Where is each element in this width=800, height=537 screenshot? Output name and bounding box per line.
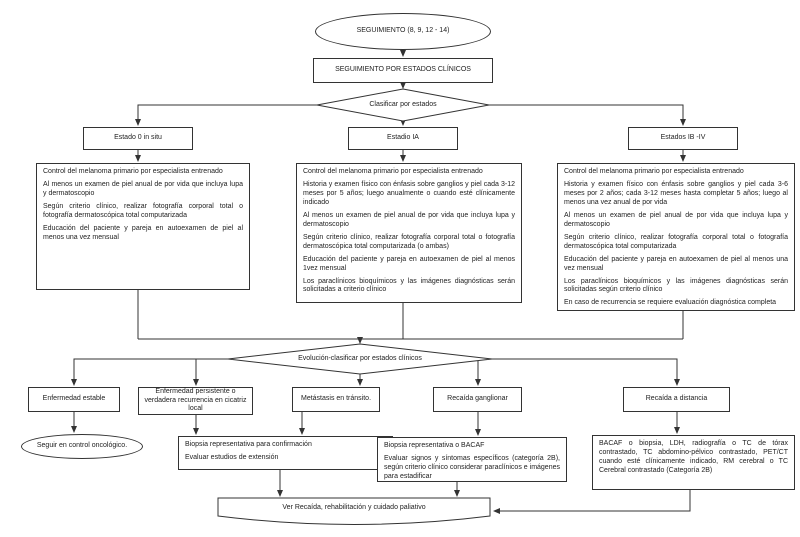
start-label: SEGUIMIENTO (8, 9, 12 - 14) [356, 27, 450, 35]
followup-oval-control-oncologico: Seguir en control oncológico. [21, 434, 143, 459]
decision1-label: Clasificar por estados [369, 100, 437, 108]
outcome-box-recurrencia-local: Enfermedad persistente o verdadera recur… [138, 387, 253, 415]
decision2-label: Evolución-clasificar por estados clínico… [298, 354, 422, 362]
content-item: Al menos un examen de piel anual de por … [303, 211, 515, 228]
stage-label-estados-ib-iv: Estados IB -IV [660, 134, 706, 142]
outcome-label: Recaída ganglionar [447, 395, 508, 403]
outcome-label: Recaída a distancia [645, 395, 708, 403]
content-box-estadio-ia: Control del melanoma primario por especi… [296, 163, 522, 303]
stage-label-estadio-ia: Estadio IA [387, 134, 419, 142]
content-box-estados-ib-iv: Control del melanoma primario por especi… [557, 163, 795, 311]
content-item: Educación del paciente y pareja en autoe… [564, 255, 788, 272]
content-item: Control del melanoma primario por especi… [43, 168, 223, 175]
content-item: Los paraclínicos bioquímicos y las imáge… [564, 277, 788, 294]
arrow-lines [71, 49, 691, 514]
content-item: Al menos un examen de piel anual de por … [43, 180, 243, 197]
followup-label: Seguir en control oncológico. [36, 442, 128, 450]
stage-box-estadio-ia: Estadio IA [348, 127, 458, 150]
content-item: Según criterio clínico, realizar fotogra… [303, 233, 515, 250]
followup-box-biopsia-bacaf: Biopsia representativa o BACAF Evaluar s… [377, 437, 567, 482]
content-item: Educación del paciente y pareja en autoe… [43, 224, 243, 241]
stage-label-estado-0: Estado 0 in situ [114, 134, 162, 142]
followup-item: Biopsia representativa para confirmación [185, 441, 312, 448]
followup-box-recaida-distancia-workup: BACAF o biopsia, LDH, radiografía o TC d… [592, 435, 795, 490]
outcome-label: Enfermedad persistente o verdadera recur… [144, 388, 247, 413]
content-item: Al menos un examen de piel anual de por … [564, 211, 788, 228]
followup-item: Evaluar estudios de extensión [185, 453, 279, 461]
content-item: Según criterio clínico, realizar fotogra… [43, 202, 243, 219]
content-item: Educación del paciente y pareja en autoe… [303, 255, 515, 272]
content-item: Los paraclínicos bioquímicos y las imáge… [303, 277, 515, 294]
end-node-label: Ver Recaída, rehabilitación y cuidado pa… [282, 503, 426, 511]
followup-item: Biopsia representativa o BACAF [384, 442, 485, 449]
content-item: Control del melanoma primario por especi… [303, 168, 483, 175]
followup-item: Evaluar signos y síntomas específicos (c… [384, 454, 560, 480]
content-item: Historia y examen físico con énfasis sob… [303, 180, 515, 206]
outcome-box-enfermedad-estable: Enfermedad estable [28, 387, 120, 412]
decision-diamond-evolution [227, 343, 493, 375]
stage-box-estado-0: Estado 0 in situ [83, 127, 193, 150]
content-box-estado-0: Control del melanoma primario por especi… [36, 163, 250, 290]
content-item: En caso de recurrencia se requiere evalu… [564, 299, 777, 307]
process-label: SEGUIMIENTO POR ESTADOS CLÍNICOS [335, 66, 471, 74]
decision-diamond-classify [316, 88, 490, 122]
outcome-box-metastasis-transito: Metástasis en tránsito. [292, 387, 380, 412]
stage-box-estados-ib-iv: Estados IB -IV [628, 127, 738, 150]
document-shape-end [217, 497, 491, 525]
process-box-seguimiento: SEGUIMIENTO POR ESTADOS CLÍNICOS [313, 58, 493, 83]
start-oval: SEGUIMIENTO (8, 9, 12 - 14) [315, 13, 491, 50]
content-item: Historia y examen físico con énfasis sob… [564, 180, 788, 206]
outcome-box-recaida-ganglionar: Recaída ganglionar [433, 387, 522, 412]
content-item: Según criterio clínico, realizar fotogra… [564, 233, 788, 250]
followup-item: BACAF o biopsia, LDH, radiografía o TC d… [599, 440, 788, 474]
followup-box-biopsia-confirmacion: Biopsia representativa para confirmación… [178, 436, 393, 470]
outcome-label: Enfermedad estable [42, 395, 106, 403]
outcome-box-recaida-distancia: Recaída a distancia [623, 387, 730, 412]
outcome-label: Metástasis en tránsito. [300, 395, 372, 403]
content-item: Control del melanoma primario por especi… [564, 168, 744, 175]
